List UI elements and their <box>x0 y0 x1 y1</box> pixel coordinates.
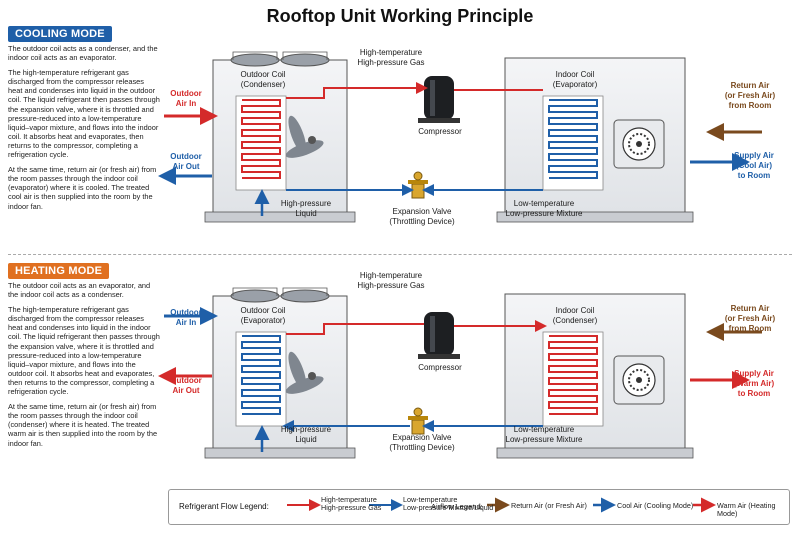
heating-para1: The high-temperature refrigerant gas dis… <box>8 305 160 397</box>
lp-mixture-label-2: Low-pressure Mixture <box>506 435 583 444</box>
hp-liquid-label: High-pressure <box>281 425 332 434</box>
refrigerant-legend-title: Refrigerant Flow Legend: <box>179 502 269 511</box>
cooling-intro: The outdoor coil acts as a condenser, an… <box>8 44 158 63</box>
legend-cold-label-1: Low-temperature <box>403 495 458 504</box>
legend-return-label: Return Air (or Fresh Air) <box>511 501 587 510</box>
expansion-valve-label-2: (Throttling Device) <box>389 217 455 226</box>
outdoor-coil-cooling <box>235 95 287 191</box>
hp-liquid-label-2: Liquid <box>295 435 316 444</box>
compressor-label: Compressor <box>418 363 462 372</box>
compressor-icon <box>418 312 460 359</box>
outdoor-air-in-label: Outdoor <box>170 308 202 317</box>
expansion-valve-icon <box>408 407 428 435</box>
outdoor-coil-role: (Condenser) <box>241 80 286 89</box>
legend-swatches <box>287 497 716 513</box>
airflow-legend-title: Airflow Legend: <box>431 502 483 511</box>
legend-hot-label: High-temperature High-pressure Gas <box>321 495 382 513</box>
heating-mode-badge: HEATING MODE <box>8 263 110 279</box>
legend-hot-label-2: High-pressure Gas <box>321 503 382 513</box>
outdoor-fan-icon <box>285 351 324 394</box>
page-title: Rooftop Unit Working Principle <box>266 6 534 26</box>
cooling-para2: At the same time, return air (or fresh a… <box>8 165 157 211</box>
outdoor-air-in-label: Outdoor <box>170 89 202 98</box>
line-hot-gas-to-outdoor <box>286 82 428 99</box>
legend-warm-label: Warm Air (Heating Mode) <box>717 501 776 519</box>
heating-intro: The outdoor coil acts as an evaporator, … <box>8 281 151 300</box>
outdoor-air-out-label-2: Air Out <box>172 386 199 395</box>
hp-gas-label-2: High-pressure Gas <box>357 281 424 290</box>
supply-air-label-3: to Room <box>738 389 770 398</box>
indoor-coil-label: Indoor Coil <box>556 70 595 79</box>
compressor-icon <box>418 76 460 123</box>
legend-cold-label: Low-temperature Low-pressure Mixture/Liq… <box>403 495 494 513</box>
supply-air-label-3: to Room <box>738 171 770 180</box>
expansion-valve-label: Expansion Valve <box>393 433 453 442</box>
outdoor-coil-label: Outdoor Coil <box>241 306 286 315</box>
cooling-description: The outdoor coil acts as a condenser, an… <box>8 44 160 217</box>
expansion-valve-label-2: (Throttling Device) <box>389 443 455 452</box>
outdoor-air-out-label: Outdoor <box>170 152 202 161</box>
hp-gas-label: High-temperature <box>360 271 423 280</box>
return-air-label-3: from Room <box>729 324 772 333</box>
return-air-label-2: (or Fresh Air) <box>725 314 776 323</box>
supply-air-label: Supply Air <box>734 369 774 378</box>
supply-air-label-2: (Warm Air) <box>734 379 775 388</box>
cooling-diagram <box>158 51 762 223</box>
heating-diagram <box>158 287 762 459</box>
indoor-coil-role: (Condenser) <box>553 316 598 325</box>
compressor-label: Compressor <box>418 127 462 136</box>
indoor-coil-label: Indoor Coil <box>556 306 595 315</box>
indoor-coil-cooling <box>542 95 604 191</box>
outdoor-air-in-label-2: Air In <box>176 318 197 327</box>
heating-description: The outdoor coil acts as an evaporator, … <box>8 281 160 454</box>
expansion-valve-icon <box>408 171 428 199</box>
return-air-label: Return Air <box>731 304 770 313</box>
return-air-label: Return Air <box>731 81 770 90</box>
outdoor-coil-heating <box>235 331 287 427</box>
outdoor-fan-icon <box>285 115 324 158</box>
outdoor-air-out-label: Outdoor <box>170 376 202 385</box>
coil-tubes-cold <box>548 99 598 179</box>
legend-hot-label-1: High-temperature <box>321 495 377 504</box>
indoor-blower-icon <box>613 119 665 169</box>
return-air-label-3: from Room <box>729 101 772 110</box>
hp-gas-label: High-temperature <box>360 48 423 57</box>
outdoor-coil-label: Outdoor Coil <box>241 70 286 79</box>
indoor-coil-heating <box>542 331 604 427</box>
section-divider <box>8 254 792 255</box>
hp-gas-label-2: High-pressure Gas <box>357 58 424 67</box>
outdoor-air-out-label-2: Air Out <box>172 162 199 171</box>
return-air-label-2: (or Fresh Air) <box>725 91 776 100</box>
supply-air-label-2: (Cool Air) <box>736 161 772 170</box>
legend: Refrigerant Flow Legend: High-temperatur… <box>168 489 790 525</box>
indoor-coil-role: (Evaporator) <box>553 80 598 89</box>
cooling-para1: The high-temperature refrigerant gas dis… <box>8 68 160 160</box>
heating-para2: At the same time, return air (or fresh a… <box>8 402 158 448</box>
lp-mixture-label: Low-temperature <box>514 199 575 208</box>
coil-tubes-cold <box>241 335 281 415</box>
hp-liquid-label-2: Liquid <box>295 209 316 218</box>
supply-air-label: Supply Air <box>734 151 774 160</box>
cooling-mode-badge: COOLING MODE <box>8 26 112 42</box>
lp-mixture-label: Low-temperature <box>514 425 575 434</box>
coil-tubes-hot <box>548 335 598 415</box>
hp-liquid-label: High-pressure <box>281 199 332 208</box>
expansion-valve-label: Expansion Valve <box>393 207 453 216</box>
legend-cool-label: Cool Air (Cooling Mode) <box>617 501 694 510</box>
coil-tubes-hot <box>241 99 281 179</box>
legend-cold-label-2: Low-pressure Mixture/Liquid <box>403 503 494 513</box>
indoor-blower-icon <box>613 355 665 405</box>
lp-mixture-label-2: Low-pressure Mixture <box>506 209 583 218</box>
outdoor-air-in-label-2: Air In <box>176 99 197 108</box>
outdoor-coil-role: (Evaporator) <box>241 316 286 325</box>
line-suction <box>286 323 424 335</box>
